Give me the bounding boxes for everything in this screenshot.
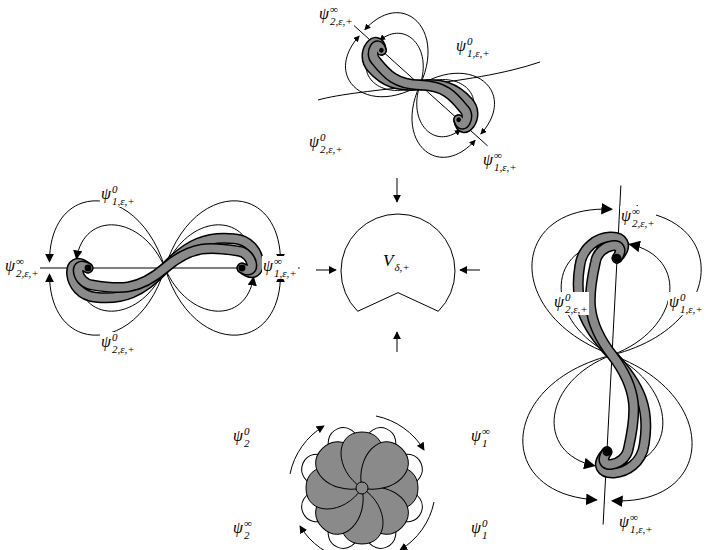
function-label: ψ02,ε,+: [100, 332, 136, 355]
superscript: ∞: [274, 256, 297, 268]
subscript: 2,ε,+: [632, 218, 655, 230]
superscript: ∞: [244, 518, 252, 530]
symbol-base: ψ: [483, 151, 493, 168]
function-label: ψ01,ε,+: [455, 36, 491, 59]
script-stack: ∞1,ε,+: [630, 512, 653, 535]
symbol-base: ψ: [101, 185, 111, 202]
script-stack: ∞2,ε,+: [632, 206, 655, 229]
subscript: 2: [244, 438, 250, 450]
superscript: ∞: [16, 256, 39, 268]
script-stack: ∞2,ε,+: [330, 4, 353, 27]
function-label: ψ01,ε,+: [668, 292, 704, 315]
function-label: ψ01,ε,+: [100, 184, 136, 207]
symbol-base: ψ: [263, 257, 273, 274]
subscript: δ,+: [394, 262, 409, 274]
arrow: [460, 270, 480, 271]
subscript: 1,ε,+: [467, 48, 490, 60]
superscript: 0: [112, 332, 135, 344]
subscript: 1,ε,+: [112, 196, 135, 208]
superscript: 0: [680, 292, 703, 304]
superscript: ∞: [482, 426, 490, 438]
script-stack: 02: [244, 426, 250, 449]
subscript: 2,ε,+: [330, 16, 353, 28]
subscript: 2,ε,+: [16, 268, 39, 280]
superscript: 0: [112, 184, 135, 196]
arrow: [397, 332, 398, 352]
symbol-base: ψ: [471, 427, 481, 444]
symbol-base: ψ: [669, 293, 679, 310]
sector-shape: [341, 214, 455, 311]
function-label: ψ∞2: [232, 518, 253, 541]
function-label: ψ∞2,ε,+: [318, 4, 354, 27]
symbol-base: ψ: [619, 513, 629, 530]
region-sector: Vδ,+: [339, 212, 457, 328]
symbol-base: ψ: [101, 333, 111, 350]
script-stack: 02,ε,+: [112, 332, 135, 355]
script-stack: δ,+: [394, 262, 409, 274]
symbol-base: ψ: [233, 427, 243, 444]
subscript: 2,ε,+: [320, 144, 343, 156]
superscript: ∞: [630, 512, 653, 524]
figure-right: [519, 181, 706, 529]
function-label: ψ∞2,ε,+: [4, 256, 40, 279]
subscript: 1: [482, 438, 490, 450]
subscript: 1,ε,+: [680, 304, 703, 316]
function-label: ψ∞1: [470, 426, 491, 449]
subscript: 1,ε,+: [494, 162, 517, 174]
script-stack: 01,ε,+: [467, 36, 490, 59]
region-label: Vδ,+: [383, 252, 410, 273]
flower-figure: [290, 416, 434, 550]
symbol-base: V: [383, 251, 393, 270]
function-label: ψ02,ε,+: [553, 292, 589, 315]
symbol-base: ψ: [309, 133, 319, 150]
superscript: 0: [244, 426, 250, 438]
function-label: ψ02,ε,+: [308, 132, 344, 155]
superscript: ∞: [632, 206, 655, 218]
script-stack: ∞1: [482, 426, 490, 449]
superscript: 0: [467, 36, 490, 48]
arrow: [316, 270, 336, 271]
symbol-base: ψ: [554, 293, 564, 310]
subscript: 1,ε,+: [274, 268, 297, 280]
superscript: ∞: [494, 150, 517, 162]
function-label: ψ∞1,ε,+: [482, 150, 518, 173]
script-stack: 01,ε,+: [680, 292, 703, 315]
symbol-base: ψ: [456, 37, 466, 54]
script-stack: ∞2: [244, 518, 252, 541]
subscript: 2: [244, 530, 252, 542]
script-stack: 01,ε,+: [112, 184, 135, 207]
subscript: 1: [482, 530, 488, 542]
subscript: 2,ε,+: [565, 304, 588, 316]
subscript: 1,ε,+: [630, 524, 653, 536]
script-stack: ∞1,ε,+: [494, 150, 517, 173]
function-label: ψ∞2,ε,+: [620, 206, 656, 229]
script-stack: 02,ε,+: [320, 132, 343, 155]
superscript: 0: [320, 132, 343, 144]
figure-left: [30, 201, 300, 335]
script-stack: 02,ε,+: [565, 292, 588, 315]
superscript: 0: [565, 292, 588, 304]
script-stack: 01: [482, 518, 488, 541]
symbol-base: ψ: [5, 257, 15, 274]
symbol-base: ψ: [621, 207, 631, 224]
function-label: ψ∞1,ε,+: [262, 256, 298, 279]
function-label: ψ∞1,ε,+: [618, 512, 654, 535]
function-label: ψ01: [470, 518, 488, 541]
superscript: ∞: [330, 4, 353, 16]
subscript: 2,ε,+: [112, 344, 135, 356]
script-stack: ∞1,ε,+: [274, 256, 297, 279]
function-label: ψ02: [232, 426, 250, 449]
script-stack: ∞2,ε,+: [16, 256, 39, 279]
superscript: 0: [482, 518, 488, 530]
symbol-base: ψ: [471, 519, 481, 536]
symbol-base: ψ: [233, 519, 243, 536]
arrow: [397, 178, 398, 202]
symbol-base: ψ: [319, 5, 329, 22]
